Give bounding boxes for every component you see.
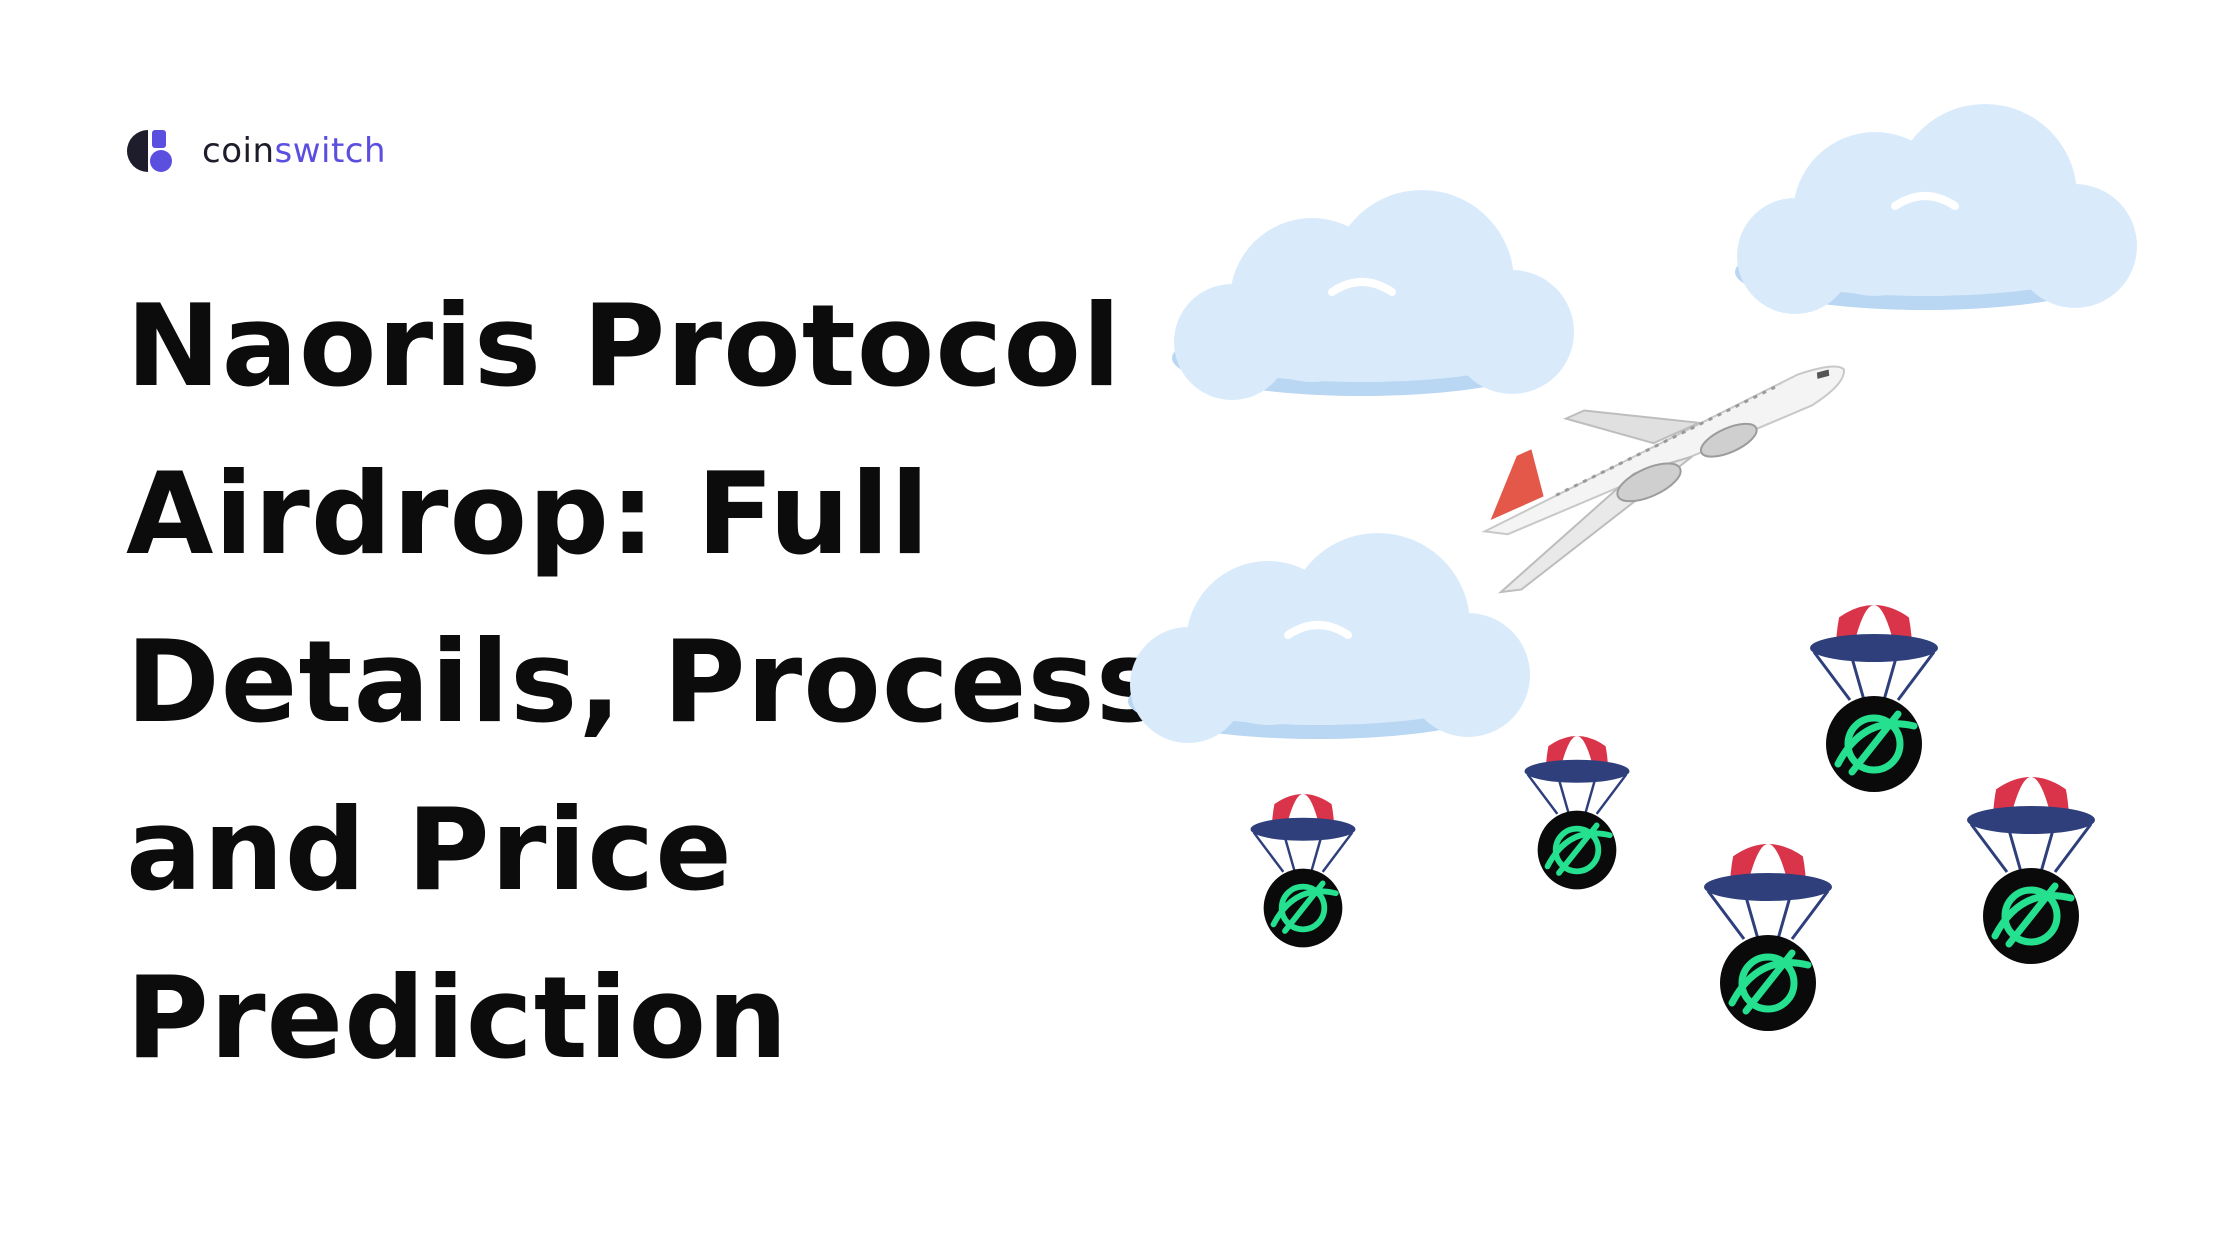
coinswitch-logo-icon bbox=[127, 130, 172, 172]
cloud-icon bbox=[1735, 104, 2137, 314]
cloud-icon bbox=[1172, 190, 1574, 400]
parachute-token-icon bbox=[1967, 746, 2095, 964]
page-title: Naoris Protocol Airdrop: Full Details, P… bbox=[126, 262, 1186, 1102]
title-line: Naoris Protocol bbox=[126, 280, 1122, 412]
airplane-icon bbox=[1481, 365, 1845, 594]
parachute-token-icon bbox=[1810, 574, 1938, 792]
brand-name-suffix: switch bbox=[274, 131, 387, 171]
title-line: Details, Process bbox=[126, 616, 1165, 748]
parachute-token-icon bbox=[1525, 711, 1630, 890]
title-line: Prediction bbox=[126, 952, 789, 1084]
brand: coinswitch bbox=[126, 128, 386, 174]
parachute-token-icon bbox=[1251, 769, 1356, 948]
brand-name: coinswitch bbox=[202, 131, 386, 171]
title-line: and Price bbox=[126, 784, 733, 916]
cloud-icon bbox=[1128, 533, 1530, 743]
title-line: Airdrop: Full bbox=[126, 448, 931, 580]
brand-name-prefix: coin bbox=[202, 131, 275, 171]
parachute-token-icon bbox=[1704, 813, 1832, 1031]
